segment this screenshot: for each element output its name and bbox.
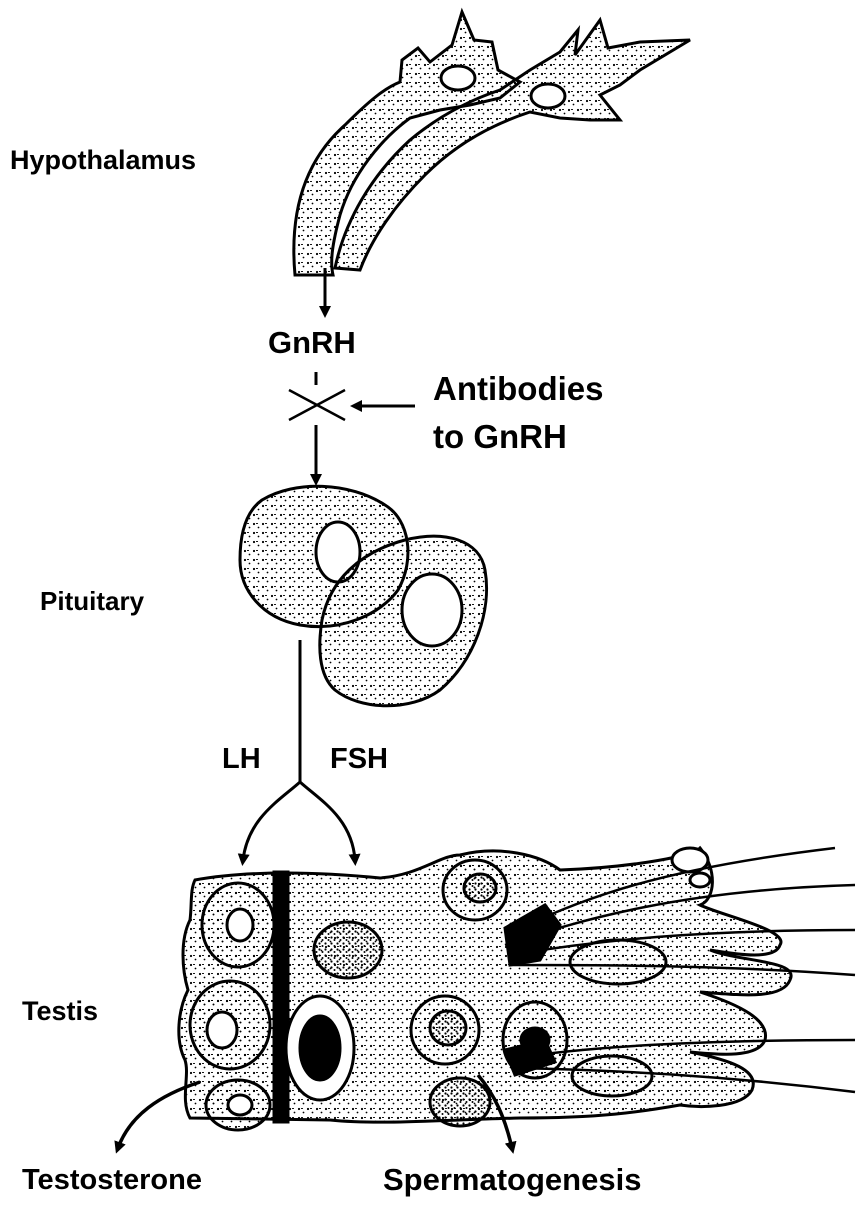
gnrh-label: GnRH: [268, 327, 356, 358]
hypothalamus-nucleus-left: [441, 66, 475, 90]
fsh-arrow: [300, 782, 355, 860]
antibodies-label-line2: to GnRH: [433, 420, 567, 453]
testis-tissue: [179, 848, 855, 1130]
pituitary-cells: [240, 486, 487, 705]
pituitary-nucleus-right: [402, 574, 462, 646]
fsh-label: FSH: [330, 745, 388, 774]
spermatogenesis-label: Spermatogenesis: [383, 1164, 641, 1195]
pituitary-label: Pituitary: [40, 588, 144, 614]
testis-label: Testis: [22, 998, 98, 1025]
block-x-mark: [289, 390, 345, 420]
lh-label: LH: [222, 745, 261, 774]
hypothalamus-neuron-right: [335, 20, 690, 270]
lh-arrow: [243, 782, 300, 860]
basement-membrane: [274, 872, 288, 1122]
hypothalamus-neurons: [294, 12, 690, 275]
hypothalamus-label: Hypothalamus: [10, 147, 196, 174]
antibodies-label-line1: Antibodies: [433, 372, 604, 405]
testosterone-label: Testosterone: [22, 1166, 202, 1195]
hypothalamus-nucleus-right: [531, 84, 565, 108]
